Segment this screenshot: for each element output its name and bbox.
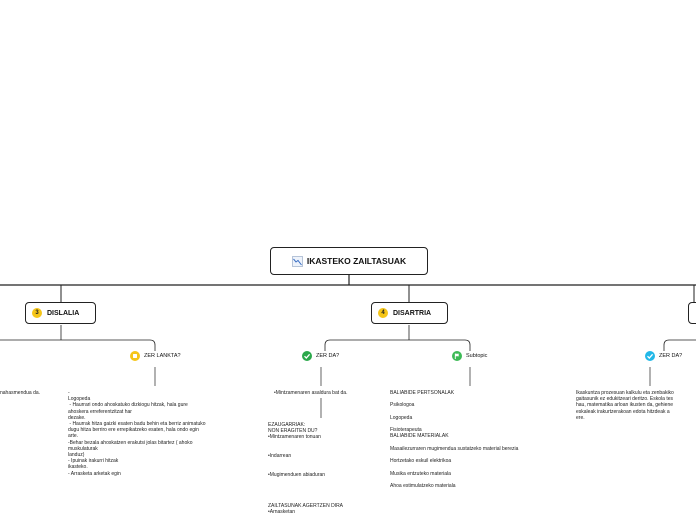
subtopic-label: ZER LANKTA? bbox=[144, 353, 181, 359]
topic-partial-right[interactable] bbox=[688, 302, 696, 324]
number-badge: 3 bbox=[32, 308, 42, 318]
baliabideak-text: BALIABIDE PERTSONALAK Psikologoa Logoped… bbox=[390, 390, 519, 490]
question-icon bbox=[130, 351, 140, 361]
left-fragment-text: nahasmendua da. bbox=[0, 390, 41, 396]
topic-disartria[interactable]: 4 DISARTRIA bbox=[371, 302, 448, 324]
subtopic-zer-da[interactable]: ZER DA? bbox=[302, 351, 339, 361]
check-icon bbox=[645, 351, 655, 361]
right-definition-text: Ikaskuntza prozesuan kalkulu eta zenbaki… bbox=[576, 390, 674, 421]
disartria-ezaugarriak-text: EZAUGARRIAK: NON ERAGITEN DU? •Mintzamen… bbox=[268, 422, 344, 515]
topic-dislalia[interactable]: 3 DISLALIA bbox=[25, 302, 96, 324]
check-icon bbox=[302, 351, 312, 361]
disartria-definition-text: •Mintzamenaren asaldura bat da. bbox=[274, 390, 348, 396]
topic-label: DISLALIA bbox=[47, 309, 80, 317]
subtopic-label: Subtopic bbox=[466, 353, 488, 359]
subtopic-zer-da-right[interactable]: ZER DA? bbox=[645, 351, 682, 361]
central-title: IKASTEKO ZAILTASUAK bbox=[306, 256, 407, 266]
subtopic-zer-lankta[interactable]: ZER LANKTA? bbox=[130, 351, 181, 361]
subtopic-label: ZER DA? bbox=[316, 353, 340, 359]
subtopic-generic[interactable]: Subtopic bbox=[452, 351, 487, 361]
chart-icon bbox=[292, 255, 303, 267]
number-badge: 4 bbox=[378, 308, 388, 318]
dislalia-lankta-text: - Logopeda - Haurrari ondo ahoskatuko di… bbox=[68, 390, 206, 477]
flag-icon bbox=[452, 351, 462, 361]
central-topic[interactable]: IKASTEKO ZAILTASUAK bbox=[270, 247, 428, 275]
topic-label: DISARTRIA bbox=[393, 309, 432, 317]
subtopic-label: ZER DA? bbox=[659, 353, 683, 359]
